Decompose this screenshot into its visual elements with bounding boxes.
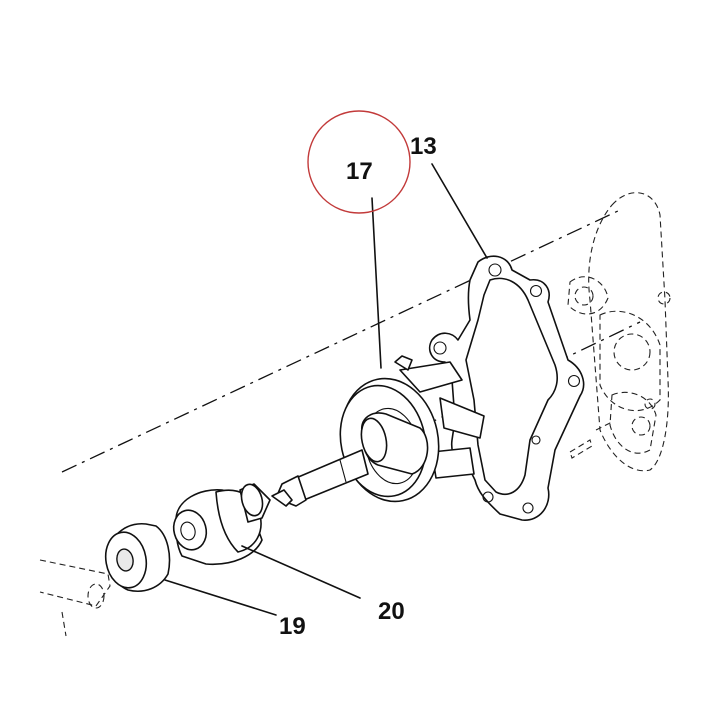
pulley-shaft-ghost — [39, 559, 111, 637]
highlight-circle — [307, 110, 411, 214]
leader-lines — [164, 163, 488, 616]
pump-shaft-part-17 — [271, 355, 485, 507]
seal-part-20 — [172, 483, 271, 566]
callout-13: 13 — [410, 133, 437, 160]
gasket-part-13 — [428, 255, 585, 521]
callout-19: 19 — [279, 613, 306, 640]
bearing-part-19 — [104, 523, 171, 592]
callout-17: 17 — [346, 158, 373, 185]
engine-housing — [567, 192, 671, 472]
callout-20: 20 — [378, 598, 405, 625]
